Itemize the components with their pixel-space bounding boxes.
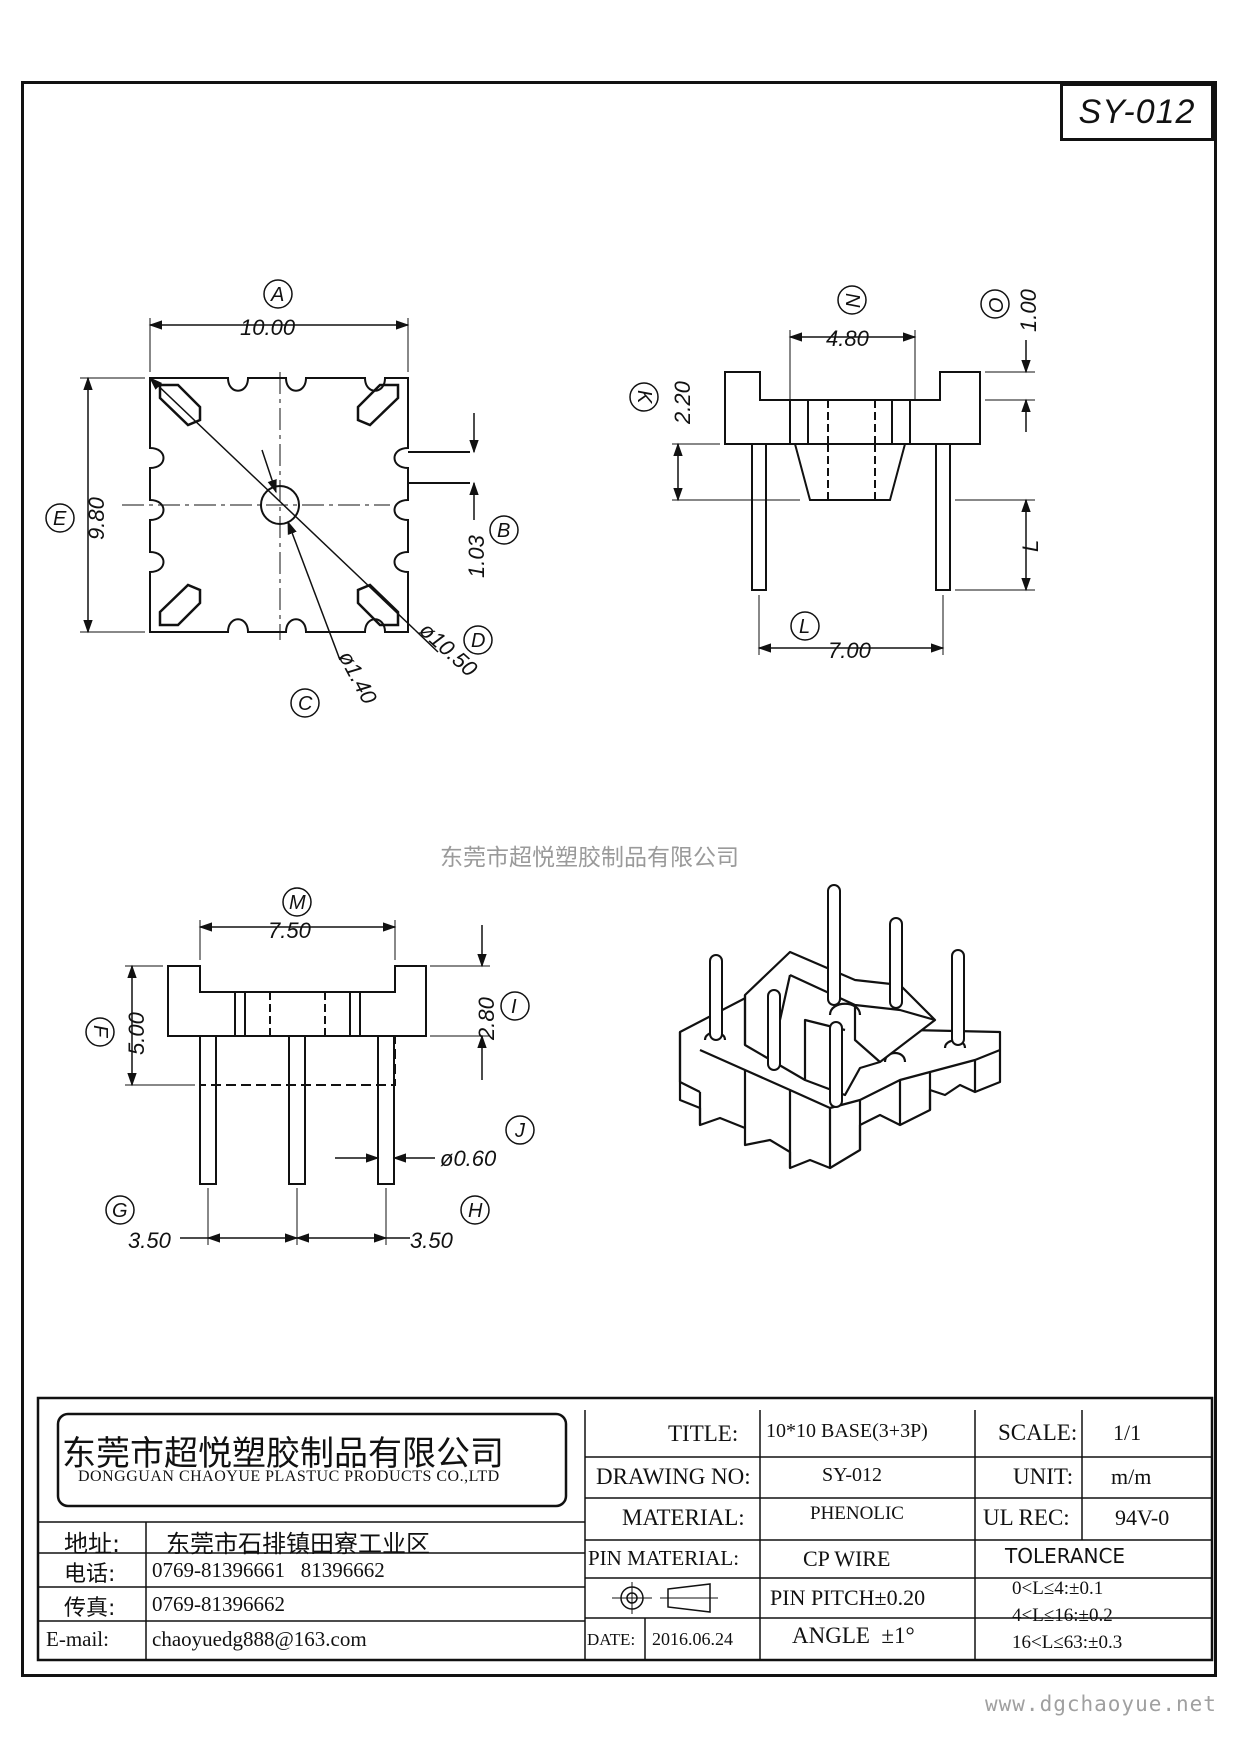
fax-value: 0769-81396662 <box>152 1592 285 1616</box>
dim-g-value: 3.50 <box>128 1228 172 1253</box>
address-label: 地址: <box>64 1530 121 1558</box>
dim-g-label: G <box>112 1200 128 1222</box>
tel-value: 0769-81396661 81396662 <box>152 1558 385 1582</box>
email-value: chaoyuedg888@163.com <box>152 1627 367 1651</box>
tolerance-row: 16<L≤63:±0.3 <box>1012 1632 1123 1653</box>
dim-n-label: N <box>841 293 863 308</box>
angle-tolerance: ANGLE ±1° <box>792 1623 915 1648</box>
title-value: 10*10 BASE(3+3P) <box>766 1420 928 1442</box>
tolerance-row: 4<L≤16:±0.2 <box>1012 1605 1113 1626</box>
dim-f-label: F <box>89 1025 111 1039</box>
dim-i-value: 2.80 <box>474 996 499 1041</box>
tel-label: 电话: <box>64 1562 116 1587</box>
top-view-labels: 10.00 A 9.80 E 1.03 B ø10.50 D ø1.40 C <box>45 279 519 718</box>
dim-h-value: 3.50 <box>410 1228 454 1253</box>
dim-m-label: M <box>289 892 306 914</box>
side-view <box>125 920 490 1245</box>
tolerance-row: 0<L≤4:±0.1 <box>1012 1578 1104 1599</box>
dim-n-value: 4.80 <box>826 326 870 351</box>
dim-l-value: 7.00 <box>828 638 872 663</box>
dim-j-label: J <box>514 1120 526 1142</box>
side-view-labels: 7.50 M 5.00 F 2.80 I ø0.60 J 3.50 G 3.50… <box>85 887 535 1253</box>
dim-c-label: C <box>298 693 313 715</box>
dim-k-value: 2.20 <box>670 380 695 425</box>
dim-m-value: 7.50 <box>268 918 312 943</box>
scale-value: 1/1 <box>1113 1420 1142 1445</box>
drawing-no-value: SY-012 <box>822 1464 883 1486</box>
dim-a-label: A <box>270 284 284 306</box>
front-view-labels: 4.80 N 1.00 O 2.20 K L 7.00 L <box>629 285 1043 663</box>
title-block-grid <box>36 1396 1214 1662</box>
dim-i-label: I <box>511 996 517 1018</box>
dim-b-value: 1.03 <box>464 534 489 578</box>
pin-material-label: PIN MATERIAL: <box>588 1546 740 1570</box>
watermark-url: www.dgchaoyue.net <box>985 1692 1217 1716</box>
dim-e-value: 9.80 <box>84 496 109 540</box>
dim-l-label: L <box>799 616 810 638</box>
email-label: E-mail: <box>46 1627 109 1651</box>
dim-d-label: D <box>471 630 485 652</box>
dim-o-label: O <box>984 297 1006 313</box>
material-label: MATERIAL: <box>622 1505 745 1530</box>
fax-label: 传真: <box>64 1596 116 1621</box>
dim-c-value: ø1.40 <box>334 647 383 709</box>
ul-rec-label: UL REC: <box>983 1505 1070 1530</box>
tolerance-label: TOLERANCE <box>1005 1544 1126 1568</box>
title-label: TITLE: <box>668 1421 739 1446</box>
date-value: 2016.06.24 <box>652 1629 733 1649</box>
drawing-code-box: SY-012 <box>1060 83 1214 141</box>
pin-pitch: PIN PITCH±0.20 <box>770 1585 926 1610</box>
ul-rec-value: 94V-0 <box>1115 1505 1170 1530</box>
dim-f-value: 5.00 <box>124 1011 149 1055</box>
dim-h-label: H <box>468 1200 483 1222</box>
pin-material-value: CP WIRE <box>803 1546 891 1571</box>
dim-j-value: ø0.60 <box>440 1146 497 1171</box>
dim-e-label: E <box>53 508 67 530</box>
dim-k-label: K <box>633 390 655 405</box>
company-name-cn: 东莞市超悦塑胶制品有限公司 <box>62 1434 504 1474</box>
dim-b-label: B <box>497 520 510 542</box>
unit-value: m/m <box>1111 1464 1152 1489</box>
company-name-en: DONGGUAN CHAOYUE PLASTUC PRODUCTS CO.,LT… <box>78 1468 500 1485</box>
dim-l-height-value: L <box>1018 540 1043 552</box>
address-value: 东莞市石排镇田寮工业区 <box>166 1530 430 1558</box>
dim-a-value: 10.00 <box>240 315 296 340</box>
scale-label: SCALE: <box>998 1420 1078 1445</box>
front-view <box>672 330 1035 655</box>
drawing-frame <box>21 81 1217 1677</box>
material-value: PHENOLIC <box>810 1503 904 1524</box>
dim-o-value: 1.00 <box>1016 288 1041 332</box>
unit-label: UNIT: <box>1013 1464 1074 1489</box>
watermark-company: 东莞市超悦塑胶制品有限公司 <box>440 845 739 871</box>
drawing-no-label: DRAWING NO: <box>596 1464 751 1489</box>
date-label: DATE: <box>587 1630 636 1649</box>
drawing-code: SY-012 <box>1078 93 1196 131</box>
isometric-view <box>678 884 1002 1170</box>
top-view <box>80 318 479 661</box>
